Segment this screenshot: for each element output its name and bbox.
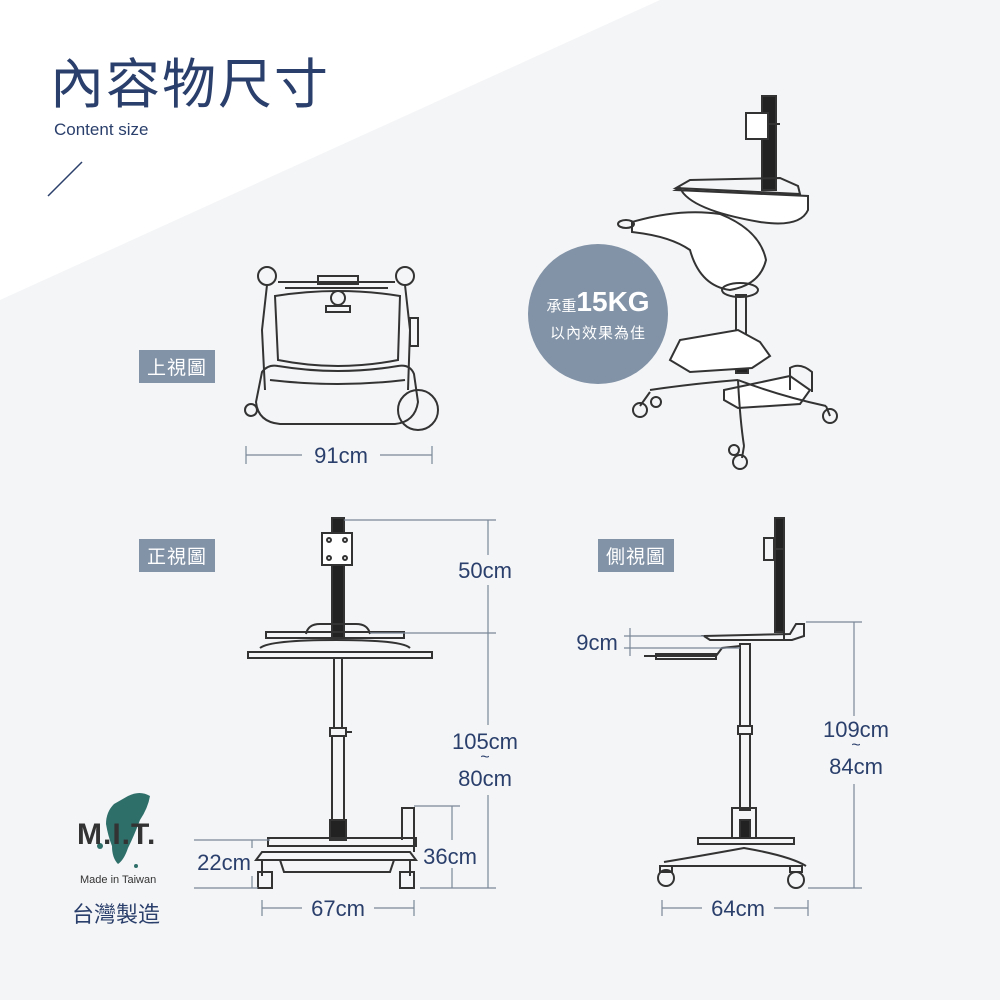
side-height-max-label: 109cm [822, 717, 890, 742]
front-pole-label: 50cm [458, 558, 512, 583]
load-badge-line2: 以內效果為佳 [549, 324, 646, 342]
mit-mark: M.I.T. [77, 818, 157, 851]
front-height-min-label: 80cm [458, 766, 512, 791]
background-white-panel [0, 0, 660, 300]
side-view-tag: 側視圖 [598, 539, 675, 572]
made-in-taiwan-zh: 台灣製造 [72, 903, 161, 928]
front-height-max-label: 105cm [451, 729, 519, 754]
perspective-drawing [617, 95, 838, 470]
side-height-min-label: 84cm [829, 754, 883, 779]
load-badge: 承重15KG 以內效果為佳 [528, 244, 668, 384]
front-height-sep: ~ [480, 749, 490, 766]
side-dimension-lines [624, 621, 862, 916]
front-view-tag: 正視圖 [139, 539, 216, 572]
load-badge-prefix: 承重 [546, 297, 577, 315]
side-tray-offset-label: 9cm [576, 630, 618, 655]
front-dimension-lines [194, 519, 496, 916]
taiwan-map-icon [106, 793, 150, 864]
top-view-tag: 上視圖 [139, 350, 216, 383]
title-slash [47, 161, 83, 197]
page-title: 內容物尺寸 [50, 53, 330, 116]
top-width-dimension [245, 446, 433, 464]
taiwan-island-dot [97, 843, 103, 849]
side-width-label: 64cm [711, 896, 765, 921]
front-width-label: 67cm [311, 896, 365, 921]
side-height-sep: ~ [851, 737, 861, 754]
front-view-drawing [247, 517, 433, 889]
made-in-taiwan-text: Made in Taiwan [80, 874, 157, 886]
load-badge-line1: 承重15KG [528, 286, 668, 318]
front-foot-height-label: 22cm [197, 850, 251, 875]
side-view-drawing [644, 517, 807, 889]
top-view-drawing [244, 266, 439, 431]
page-subtitle: Content size [54, 120, 149, 139]
load-badge-value: 15KG [576, 286, 650, 317]
top-width-label: 91cm [314, 443, 368, 468]
taiwan-island-dot [134, 864, 138, 868]
front-rail-height-label: 36cm [423, 844, 477, 869]
